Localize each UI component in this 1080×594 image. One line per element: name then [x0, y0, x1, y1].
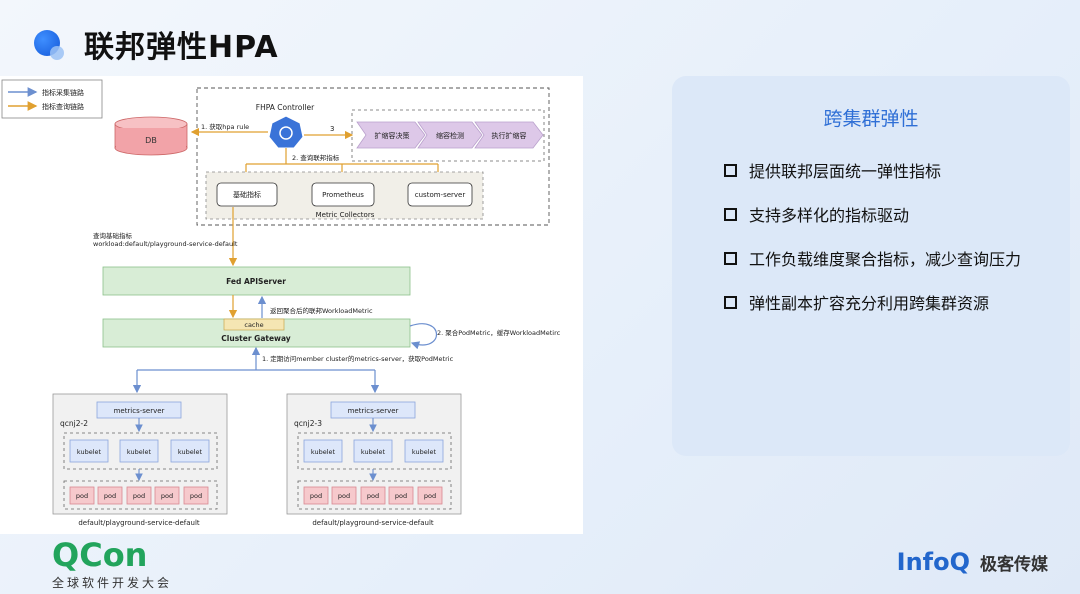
edge-get-rule-label: 1. 获取hpa rule — [201, 122, 249, 131]
cluster-2-kubelet-1: kubelet — [311, 448, 336, 456]
cluster-qcnj2-2 — [52, 393, 228, 515]
aggregate-note: 2. 聚合PodMetric，缓存WorkloadMetirc — [437, 328, 561, 337]
architecture-diagram: 指标采集链路 指标查询链路 DB FHPA Controller 1. 获取hp… — [0, 76, 583, 534]
step-execute — [474, 121, 544, 149]
db-cylinder — [114, 116, 188, 156]
collector-basic — [216, 182, 278, 207]
cluster-2-pod-2: pod — [338, 492, 350, 500]
cluster-qcnj2-3 — [286, 393, 462, 515]
cluster-1-pod-1: pod — [76, 492, 88, 500]
collector-custom-label: custom-server — [415, 191, 466, 199]
collectors-label: Metric Collectors — [316, 211, 375, 219]
edge-step3-label: 3 — [330, 125, 334, 133]
collector-custom — [407, 182, 473, 207]
collector-prometheus — [311, 182, 375, 207]
title-dot-icon — [34, 30, 64, 60]
legend-collect-label: 指标采集链路 — [42, 88, 84, 97]
gateway-label: Cluster Gateway — [221, 334, 291, 343]
fed-apiserver-box — [102, 266, 411, 296]
infoq-cn: 极客传媒 — [980, 554, 1048, 575]
bullet-text: 工作负载维度聚合指标，减少查询压力 — [749, 250, 1022, 269]
steps-region — [351, 109, 545, 162]
cluster-1-kubelet-1: kubelet — [77, 448, 102, 456]
cluster-1-metrics-server: metrics-server — [114, 407, 165, 415]
cache-box — [223, 318, 285, 331]
cluster-1-pod-5: pod — [190, 492, 202, 500]
bullet-text: 弹性副本扩容充分利用跨集群资源 — [749, 294, 990, 313]
cluster-2-pod-3: pod — [367, 492, 379, 500]
step-decision — [356, 121, 426, 149]
bullet-item: 工作负载维度聚合指标，减少查询压力 — [724, 246, 1021, 270]
cluster-2-workload: default/playground-service-default — [312, 519, 434, 527]
step-decision-label: 扩缩容决策 — [375, 131, 410, 140]
db-label: DB — [145, 136, 157, 145]
step-detection-label: 缩容检测 — [436, 131, 464, 140]
query-note-1: 查询基础指标 — [93, 231, 133, 240]
legend-box — [1, 79, 103, 119]
cluster-2-name: qcnj2-3 — [294, 419, 322, 428]
cluster-1-name: qcnj2-2 — [60, 419, 88, 428]
qcon-logo: QCon — [52, 536, 148, 574]
step-detection — [417, 121, 483, 149]
infoq-brand: InfoQ 极客传媒 — [897, 548, 1048, 576]
collector-basic-label: 基础指标 — [233, 190, 261, 199]
checkbox-icon — [724, 251, 737, 265]
checkbox-icon — [724, 207, 737, 221]
cluster-2-pod-1: pod — [310, 492, 322, 500]
cluster-2-pod-4: pod — [395, 492, 407, 500]
slide-title: 联邦弹性HPA — [84, 30, 279, 65]
cluster-2-kubelet-3: kubelet — [412, 448, 437, 456]
edge-query-label: 2. 查询联邦指标 — [292, 153, 340, 162]
controller-icon — [268, 115, 304, 149]
return-note: 返回聚合后的联邦WorkloadMetric — [270, 306, 373, 315]
cluster-1-kubelet-2: kubelet — [127, 448, 152, 456]
bullet-item: 弹性副本扩容充分利用跨集群资源 — [724, 290, 989, 314]
bullet-text: 支持多样化的指标驱动 — [749, 206, 910, 225]
info-panel: 跨集群弹性 提供联邦层面统一弹性指标 支持多样化的指标驱动 工作负载维度聚合指标… — [672, 76, 1070, 456]
cache-label: cache — [244, 321, 263, 329]
cluster-2-pod-5: pod — [424, 492, 436, 500]
cluster-1-pod-3: pod — [133, 492, 145, 500]
query-note-2: workload:default/playground-service-defa… — [93, 240, 238, 248]
cluster-1-kubelet-3: kubelet — [178, 448, 203, 456]
cluster-2-kubelet-2: kubelet — [361, 448, 386, 456]
bullet-item: 支持多样化的指标驱动 — [724, 202, 909, 226]
legend-query-label: 指标查询链路 — [42, 102, 84, 111]
panel-title: 跨集群弹性 — [823, 108, 919, 130]
collector-prometheus-label: Prometheus — [322, 191, 364, 199]
infoq-logo: InfoQ — [896, 548, 970, 576]
cluster-1-workload: default/playground-service-default — [78, 519, 200, 527]
controller-label: FHPA Controller — [256, 103, 315, 112]
control-plane-region — [196, 87, 550, 226]
qcon-subtitle: 全球软件开发大会 — [52, 576, 173, 590]
bullet-text: 提供联邦层面统一弹性指标 — [749, 162, 942, 181]
qcon-brand: QCon 全球软件开发大会 — [52, 538, 172, 591]
step-execute-label: 执行扩缩容 — [492, 131, 527, 140]
periodic-note: 1. 定期访问member cluster的metrics-server，获取P… — [262, 354, 454, 363]
aggregate-loop — [409, 323, 437, 350]
cluster-1-pod-4: pod — [161, 492, 173, 500]
checkbox-icon — [724, 295, 737, 309]
fed-apiserver-label: Fed APIServer — [226, 277, 286, 286]
bullet-item: 提供联邦层面统一弹性指标 — [724, 158, 941, 182]
cluster-1-pod-2: pod — [104, 492, 116, 500]
checkbox-icon — [724, 163, 737, 177]
cluster-2-metrics-server: metrics-server — [348, 407, 399, 415]
